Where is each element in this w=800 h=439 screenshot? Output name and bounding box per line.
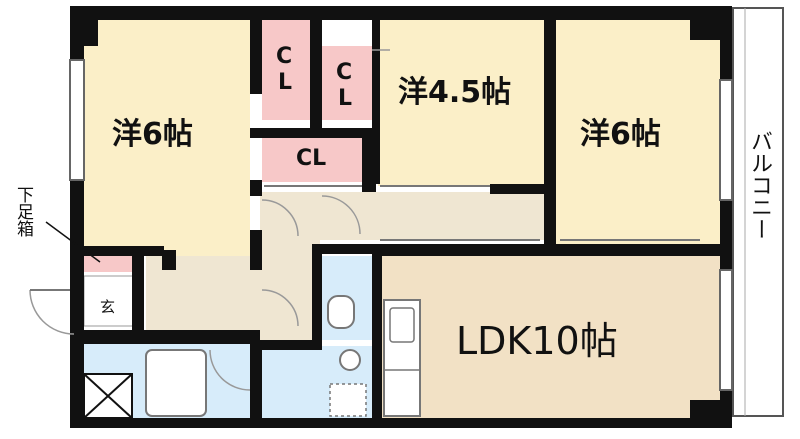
closet-c-label: CL [296,146,327,171]
room-label-western-left: 洋6帖 [112,117,193,152]
bathtub [145,349,207,417]
closet-b-label-line2: L [338,86,353,111]
shoe-box-label: 下足箱 [13,186,33,237]
room-western-center [378,18,544,186]
entrance-area [83,275,137,327]
room-western-right [556,18,724,246]
shoe-box [84,256,132,272]
room-ldk [378,256,722,420]
entrance-label: 玄 [100,298,116,316]
balcony-label: バルコニー [747,130,772,240]
room-label-ldk: LDK10帖 [456,319,618,363]
closet-b [322,46,372,120]
washing-machine-space [329,383,367,417]
closet-b-label-line1: C [336,60,353,85]
room-label-western-right: 洋6帖 [580,117,661,152]
closet-a [262,18,310,120]
closet-a-label-line1: C [276,44,293,69]
closet-a-label-line2: L [278,70,293,95]
kitchen-sink [389,307,415,343]
room-western-left [84,18,250,250]
toilet-bowl [327,295,355,329]
walls [70,6,732,428]
room-label-western-center: 洋4.5帖 [398,75,512,110]
balcony-area [732,7,784,417]
washbasin [339,349,361,371]
closet-c [262,138,362,182]
